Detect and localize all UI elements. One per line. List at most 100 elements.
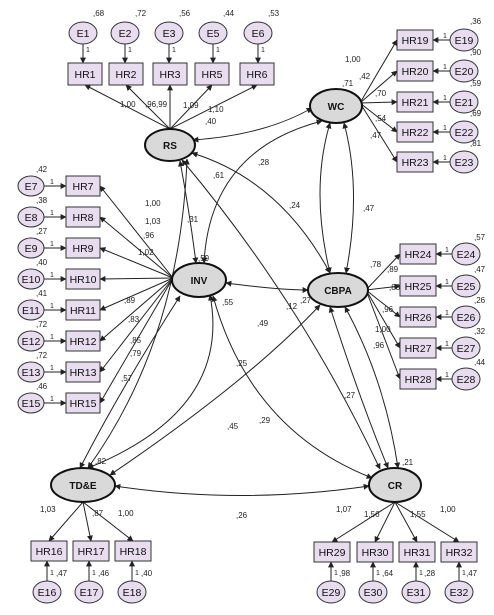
unit-loading-label: 1 (50, 241, 54, 248)
svg-text:1,00: 1,00 (440, 505, 456, 514)
svg-text:E23: E23 (455, 157, 474, 169)
latent-inv: INV ,59 (171, 254, 227, 298)
cov-cbpa-tde (109, 304, 321, 476)
indicator-hr10: HR10 (65, 268, 101, 290)
error-e31: E31 ,28 (401, 569, 436, 604)
svg-text:HR1: HR1 (74, 69, 95, 81)
unit-loading-label: 1 (172, 47, 176, 54)
error-e29: E29,98 (316, 569, 351, 604)
svg-text:E9: E9 (25, 243, 38, 255)
unit-loading-label: 1 (443, 155, 447, 162)
svg-text:,59: ,59 (470, 79, 482, 88)
svg-text:1,02: 1,02 (138, 248, 154, 257)
indicator-hr29: HR29 (313, 541, 351, 563)
svg-text:,47: ,47 (363, 204, 375, 213)
svg-text:,40: ,40 (141, 569, 153, 578)
svg-text:,45: ,45 (227, 422, 239, 431)
svg-text:HR18: HR18 (120, 546, 147, 558)
svg-text:HR22: HR22 (402, 127, 429, 139)
svg-text:,28: ,28 (424, 569, 436, 578)
svg-text:,27: ,27 (344, 391, 356, 400)
latent-cr-variance: ,21 (402, 458, 414, 467)
svg-text:HR2: HR2 (115, 69, 136, 81)
error-e11: E11,41 (17, 289, 48, 321)
svg-text:,44: ,44 (223, 9, 235, 18)
unit-loading-label: 1 (334, 570, 338, 577)
loading-arrow-wc-1 (359, 70, 398, 104)
svg-text:,29: ,29 (259, 416, 271, 425)
loading-arrow-inv-0 (99, 185, 174, 279)
svg-text:HR24: HR24 (405, 249, 432, 261)
error-e20: E20,90 (449, 48, 482, 83)
svg-text:E8: E8 (25, 212, 38, 224)
unit-loading-label: 1 (50, 210, 54, 217)
error-e28: E28,44 (451, 358, 486, 391)
svg-text:HR26: HR26 (405, 312, 432, 324)
indicator-hr18: HR18 (114, 540, 152, 562)
error-e27: E27,32 (451, 327, 486, 360)
svg-text:,99: ,99 (156, 100, 168, 109)
svg-text:,49: ,49 (257, 319, 269, 328)
svg-text:,96: ,96 (382, 305, 394, 314)
svg-text:,81: ,81 (470, 139, 482, 148)
svg-text:HR3: HR3 (159, 69, 180, 81)
svg-text:E26: E26 (457, 312, 476, 324)
error-e25: E25,47 (451, 265, 486, 298)
svg-text:1,00: 1,00 (375, 325, 391, 334)
unit-loading-label: 1 (261, 47, 265, 54)
error-e12: E12,72 (17, 320, 48, 352)
svg-text:,42: ,42 (359, 72, 371, 81)
latent-cr: CR ,21 (368, 458, 422, 503)
cov-inv-cbpa (225, 280, 309, 293)
loading-arrow-rs-3 (169, 84, 213, 130)
svg-text:,40: ,40 (205, 117, 217, 126)
error-e7: E7 ,42 (17, 165, 48, 197)
loading-arrow-inv-2 (99, 247, 174, 279)
unit-loading-label: 1 (50, 334, 54, 341)
indicator-hr19: HR19 (396, 29, 434, 51)
svg-text:HR32: HR32 (446, 547, 473, 559)
svg-text:,36: ,36 (470, 17, 482, 26)
svg-text:,96: ,96 (145, 100, 157, 109)
latent-wc: WC ,71 (309, 79, 363, 124)
latent-cr-label: CR (388, 481, 403, 492)
svg-text:,70: ,70 (375, 89, 387, 98)
svg-text:E7: E7 (25, 181, 38, 193)
svg-text:HR19: HR19 (402, 35, 429, 47)
svg-text:1,00: 1,00 (145, 199, 161, 208)
error-e19: E19,36 (449, 17, 482, 52)
svg-text:E31: E31 (407, 587, 426, 599)
svg-text:,69: ,69 (470, 109, 482, 118)
svg-text:,42: ,42 (36, 165, 48, 174)
loading-arrow-wc-3 (359, 102, 398, 133)
loading-arrow-cr-2 (394, 501, 418, 543)
svg-text:,47: ,47 (56, 569, 68, 578)
svg-text:,28: ,28 (258, 158, 270, 167)
svg-text:E18: E18 (123, 587, 142, 599)
cov-inv-cr (211, 295, 373, 479)
svg-text:HR29: HR29 (319, 547, 346, 559)
svg-text:HR8: HR8 (72, 212, 93, 224)
cov-rs-tde (87, 158, 190, 469)
svg-text:HR21: HR21 (402, 97, 429, 109)
cov-cbpa-wc-a (319, 122, 332, 274)
svg-text:E10: E10 (22, 274, 41, 286)
svg-text:E30: E30 (364, 587, 383, 599)
loading-labels: 1,00 ,96 ,99 1,09 1,10 1,00 1,03 ,96 1,0… (40, 55, 456, 519)
svg-text:HR27: HR27 (405, 343, 432, 355)
latent-cbpa-label: CBPA (324, 286, 352, 297)
latent-rs: RS (144, 128, 196, 162)
loading-arrow-rs-4 (169, 84, 258, 130)
svg-text:HR7: HR7 (72, 181, 93, 193)
loading-arrow-tde-1 (82, 501, 93, 542)
svg-text:,72: ,72 (36, 351, 48, 360)
svg-text:,87: ,87 (92, 509, 104, 518)
svg-text:,40: ,40 (36, 258, 48, 267)
svg-text:,79: ,79 (130, 349, 142, 358)
loading-arrow-rs-0 (84, 84, 171, 130)
svg-text:1,03: 1,03 (145, 217, 161, 226)
svg-text:HR23: HR23 (402, 157, 429, 169)
indicator-hr21: HR21 (396, 91, 434, 113)
error-e5: E5,44 (198, 9, 235, 45)
unit-loading-label: 1 (86, 47, 90, 54)
